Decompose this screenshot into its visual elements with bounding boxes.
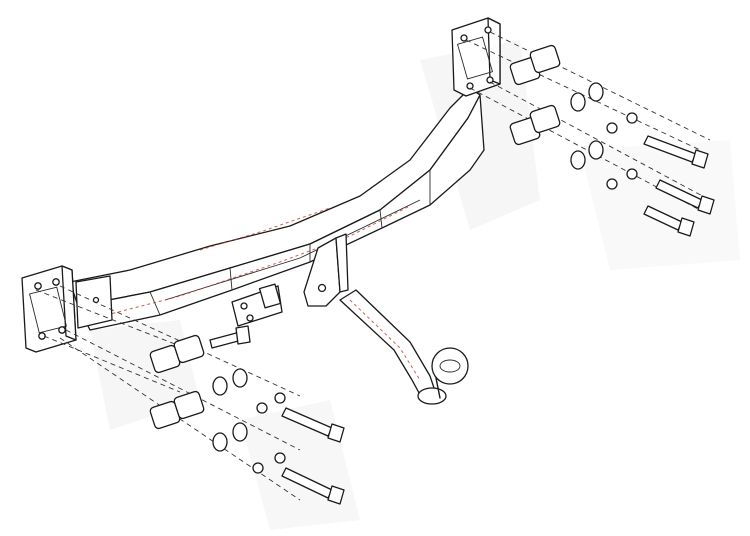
nuts-right <box>606 112 638 190</box>
hex-bolts <box>209 325 345 505</box>
washers-right <box>570 82 604 170</box>
washers <box>212 368 248 452</box>
hex-bolts-right <box>643 135 715 237</box>
spacer-sleeves <box>149 334 205 430</box>
right-fasteners <box>465 31 715 237</box>
right-mounting-bracket <box>451 17 501 97</box>
left-fasteners <box>35 285 345 505</box>
nuts <box>252 392 286 474</box>
spacer-sleeves-right <box>509 44 561 146</box>
tow-ball-arm <box>231 233 469 405</box>
